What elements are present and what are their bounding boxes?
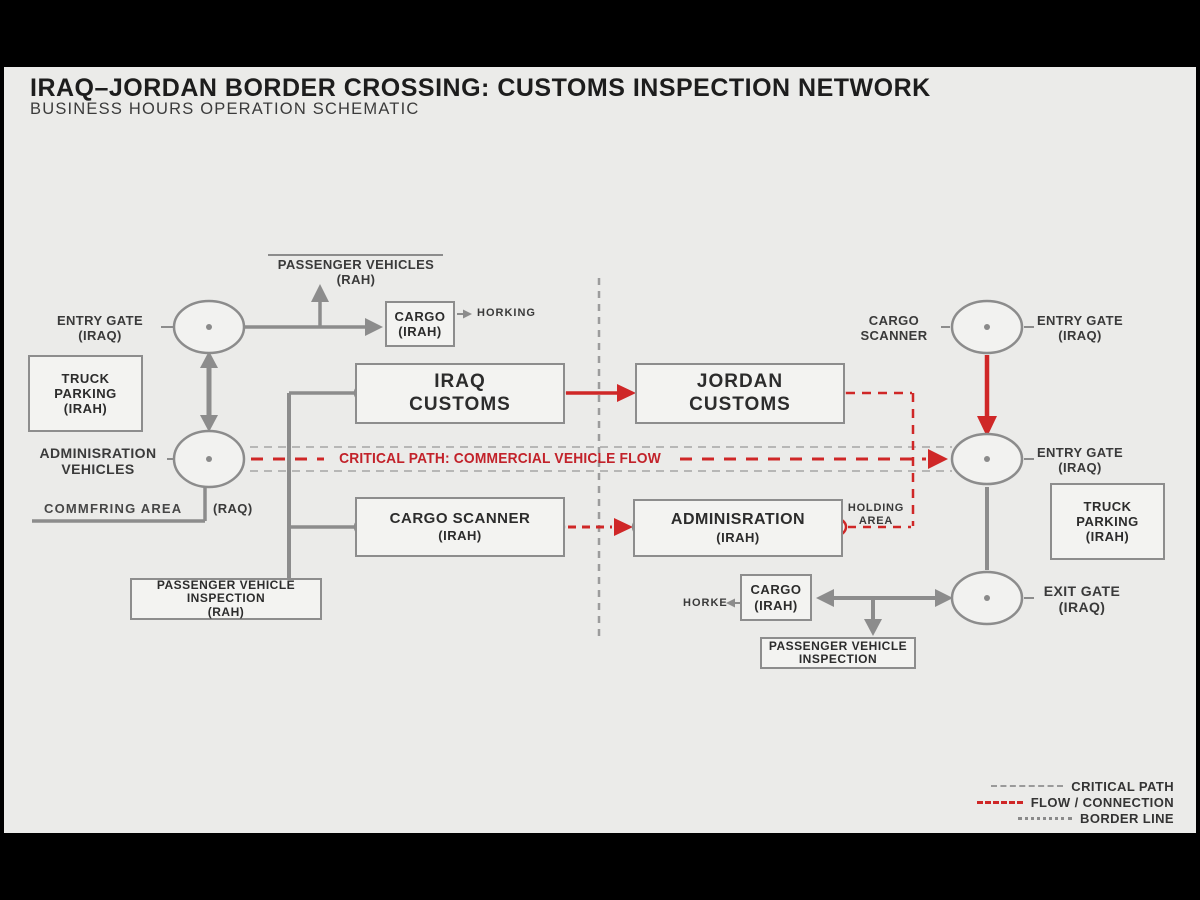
adminisration-vehicles-line2: VEHICLES: [61, 460, 135, 477]
adminisration-line2: (IRAH): [716, 529, 760, 545]
truck-parking-left-line2: PARKING: [54, 385, 117, 401]
exit-cargo-left-arrowhead: [816, 589, 834, 607]
cargo-scanner-right-node-dot: [984, 324, 990, 330]
entry-gate-right-top-label: ENTRY GATE (IRAQ): [1032, 313, 1128, 344]
legend-label: CRITICAL PATH: [1071, 778, 1174, 794]
adminisration-vehicles-line1: ADMINISRATION: [39, 445, 157, 461]
cargo-top-line2: (IRAH): [398, 324, 442, 339]
truck-parking-right-line2: PARKING: [1076, 513, 1139, 529]
truck-parking-left-box: TRUCK PARKING (IRAH): [28, 355, 143, 432]
pvi-right-line1: PASSENGER VEHICLE: [768, 638, 908, 653]
iraq-to-jordan-arrowhead: [617, 384, 636, 402]
critical-path-banner: CRITICAL PATH: COMMERCIAL VEHICLE FLOW: [339, 450, 661, 467]
pvi-left-line2: INSPECTION: [186, 591, 266, 606]
passenger-vehicles-top-label: PASSENGER VEHICLES (RAH): [246, 257, 466, 288]
page-title: IRAQ–JORDAN BORDER CROSSING: CUSTOMS INS…: [30, 74, 931, 102]
gray-dashed-line-icon: [991, 785, 1064, 787]
iraq-customs-line1: IRAQ: [434, 371, 486, 393]
cargo-scanner-box: CARGO SCANNER (IRAH): [355, 497, 565, 557]
inspection-branch-arrowhead: [864, 619, 882, 636]
pvi-left-line3: (RAH): [207, 604, 245, 619]
cargo-bottom-line2: (IRAH): [754, 597, 798, 613]
entry-gate-right-mid-label: ENTRY GATE (IRAQ): [1032, 445, 1128, 476]
horke-arrowhead: [726, 598, 735, 608]
adminisration-box: ADMINISRATION (IRAH): [633, 499, 843, 557]
commfring-area-label: COMMFRING AREA: [44, 501, 183, 517]
cargo-scanner-right-line2: SCANNER: [860, 327, 928, 343]
critical-path-arrowhead: [928, 449, 948, 469]
horking-arrowhead: [463, 309, 472, 319]
scanner-to-entry-arrowhead: [977, 416, 997, 437]
cargo-top-box: CARGO (IRAH): [385, 301, 455, 347]
red-dashed-line-icon: [976, 800, 1023, 804]
truck-parking-right-line3: (IRAH): [1085, 529, 1130, 545]
horking-label: HORKING: [477, 307, 536, 320]
legend-row-flow-connection: FLOW / CONNECTION: [940, 794, 1174, 810]
entry-gate-left-node-dot: [206, 324, 212, 330]
iraq-customs-box: IRAQ CUSTOMS: [355, 363, 565, 424]
entry-gate-left-line1: ENTRY GATE: [56, 313, 144, 328]
passenger-up-arrowhead: [311, 284, 329, 302]
cargo-scanner-line2: (IRAH): [438, 528, 482, 544]
exit-gate-node-dot: [984, 595, 990, 601]
raq-text: (RAQ): [213, 501, 253, 516]
cargo-bottom-line1: CARGO: [750, 582, 802, 598]
legend: CRITICAL PATH FLOW / CONNECTION BORDER L…: [940, 778, 1174, 826]
holding-area-label: HOLDING AREA: [845, 502, 907, 527]
legend-label: BORDER LINE: [1080, 810, 1174, 826]
cargo-bottom-box: CARGO (IRAH): [740, 574, 812, 621]
entry-gate-left-label: ENTRY GATE (IRAQ): [42, 313, 158, 344]
cargo-scanner-right-line1: CARGO: [868, 313, 920, 328]
scanner-to-admin-arrowhead: [614, 518, 633, 536]
truck-parking-right-box: TRUCK PARKING (IRAH): [1050, 483, 1165, 560]
pvi-right-line2: INSPECTION: [798, 652, 878, 666]
truck-parking-left-line3: (IRAH): [63, 401, 108, 417]
passenger-vehicles-top-line2: (RAH): [336, 271, 376, 287]
passenger-vehicles-top-line1: PASSENGER VEHICLES: [277, 257, 435, 272]
pvi-left-line1: PASSENGER VEHICLE: [156, 578, 296, 593]
passenger-vehicle-inspection-left-box: PASSENGER VEHICLE INSPECTION (RAH): [130, 578, 322, 620]
adminisration-vehicles-node-dot: [206, 456, 212, 462]
exit-gate-line2: (IRAQ): [1058, 598, 1106, 615]
adminisration-line1: ADMINISRATION: [670, 510, 806, 528]
cargo-top-line1: CARGO: [394, 308, 446, 324]
horking-text: HORKING: [477, 307, 536, 319]
exit-gate-label: EXIT GATE (IRAQ): [1032, 583, 1132, 616]
jordan-customs-box: JORDAN CUSTOMS: [635, 363, 845, 424]
commfring-area-text: COMMFRING AREA: [44, 501, 183, 516]
legend-label: FLOW / CONNECTION: [1030, 794, 1174, 810]
exit-cargo-right-arrowhead: [935, 589, 953, 607]
legend-row-critical-path: CRITICAL PATH: [940, 778, 1174, 794]
double-arrow-down-head: [200, 415, 218, 432]
raq-label: (RAQ): [213, 501, 253, 517]
truck-parking-right-line1: TRUCK: [1083, 498, 1132, 514]
cargo-scanner-line1: CARGO SCANNER: [389, 510, 531, 528]
double-arrow-up-head: [200, 351, 218, 368]
entry-gate-left-line2: (IRAQ): [78, 327, 122, 343]
horke-label: HORKE: [683, 597, 728, 610]
exit-gate-line1: EXIT GATE: [1043, 583, 1121, 599]
iraq-customs-line2: CUSTOMS: [409, 393, 511, 415]
horke-text: HORKE: [683, 597, 728, 609]
jordan-customs-line1: JORDAN: [696, 371, 784, 393]
legend-row-border-line: BORDER LINE: [940, 810, 1174, 826]
entry-gate-right-top-line1: ENTRY GATE: [1036, 313, 1124, 328]
passenger-vehicle-inspection-right-box: PASSENGER VEHICLE INSPECTION: [760, 637, 916, 669]
jordan-customs-line2: CUSTOMS: [689, 393, 791, 415]
truck-parking-left-line1: TRUCK: [61, 370, 110, 386]
gray-dotted-line-icon: [1018, 816, 1073, 820]
entry-gate-right-mid-line1: ENTRY GATE: [1036, 445, 1124, 460]
entry-gate-right-top-line2: (IRAQ): [1058, 327, 1102, 343]
holding-area-line1: HOLDING: [847, 502, 905, 514]
entry-gate-right-node-dot: [984, 456, 990, 462]
entry-to-cargo-arrowhead: [365, 318, 383, 336]
holding-area-line2: AREA: [858, 514, 894, 527]
entry-gate-right-mid-line2: (IRAQ): [1058, 459, 1102, 475]
cargo-scanner-right-label: CARGO SCANNER: [850, 313, 938, 344]
page-subtitle: BUSINESS HOURS OPERATION SCHEMATIC: [30, 100, 420, 118]
adminisration-vehicles-label: ADMINISRATION VEHICLES: [28, 445, 168, 478]
